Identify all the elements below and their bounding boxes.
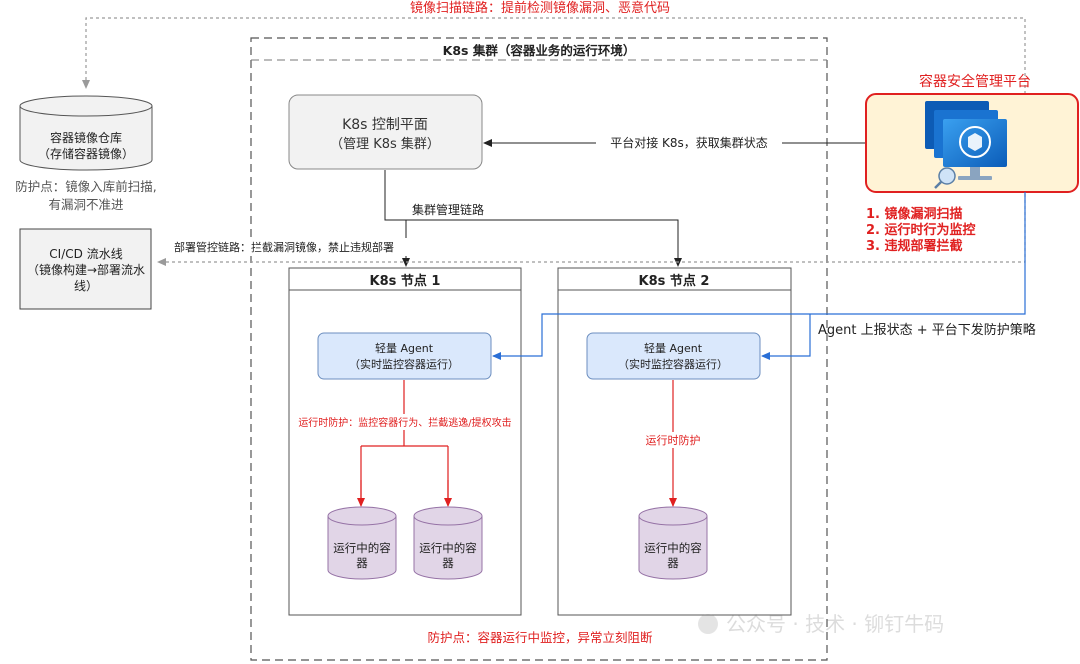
platform-title: 容器安全管理平台 <box>919 73 1031 90</box>
node-1-agent-subtitle: （实时监控容器运行） <box>349 357 459 371</box>
scan-chain-label: 镜像扫描链路：提前检测镜像漏洞、恶意代码 <box>410 0 670 16</box>
watermark-text: 公众号 · 技术 · 铆钉牛码 <box>726 612 944 636</box>
registry-note-line1: 防护点：镜像入库前扫描, <box>15 179 156 194</box>
bottom-protection-note: 防护点：容器运行中监控，异常立刻阻断 <box>427 630 652 645</box>
cluster-title: K8s 集群（容器业务的运行环境） <box>443 43 636 58</box>
agent-link-label: Agent 上报状态 + 平台下发防护策略 <box>818 322 1036 338</box>
node-2-agent-title: 轻量 Agent <box>644 341 703 355</box>
node-2-agent-box[interactable] <box>586 332 761 380</box>
k8s-cluster-boundary <box>250 37 828 661</box>
node-1-protection-line <box>360 380 449 505</box>
node-1-protection-label: 运行时防护：监控容器行为、拦截逃逸/提权攻击 <box>298 416 511 429</box>
cluster-mgmt-line <box>384 170 682 267</box>
node-2-container-1-label-1: 运行中的容 <box>644 541 702 555</box>
node-1-container-1[interactable] <box>327 506 397 580</box>
cicd-title: CI/CD 流水线 <box>49 247 122 261</box>
node-1-container-2-label-2: 器 <box>442 556 454 570</box>
agent-link-line-node1 <box>492 192 1026 360</box>
platform-feature-1: 1. 镜像漏洞扫描 <box>866 206 963 222</box>
k8s-node-1-box[interactable] <box>288 267 522 616</box>
cluster-mgmt-label: 集群管理链路 <box>412 202 484 217</box>
platform-link-label-bg <box>596 133 782 151</box>
control-plane-subtitle: （管理 K8s 集群） <box>330 136 440 152</box>
node-2-container-1[interactable] <box>638 506 708 580</box>
node-2-title: K8s 节点 2 <box>639 273 710 289</box>
cicd-subtitle-2: 线） <box>74 279 98 293</box>
node-2-container-1-label-2: 器 <box>667 556 679 570</box>
deploy-chain-label: 部署管控链路：拦截漏洞镜像，禁止违规部署 <box>174 240 394 254</box>
cicd-subtitle-1: （镜像构建→部署流水 <box>27 262 145 277</box>
platform-link-label: 平台对接 K8s，获取集群状态 <box>610 135 768 150</box>
platform-feature-2: 2. 运行时行为监控 <box>866 222 976 238</box>
node-1-title: K8s 节点 1 <box>370 273 441 289</box>
node-2-protection-label: 运行时防护 <box>646 433 701 447</box>
registry-subtitle: （存储容器镜像） <box>38 146 134 161</box>
control-plane-box[interactable] <box>288 94 483 170</box>
monitor-with-shield-icon <box>925 101 1007 189</box>
image-registry[interactable] <box>19 95 153 171</box>
watermark: 公众号 · 技术 · 铆钉牛码 <box>698 612 944 636</box>
node-1-agent-title: 轻量 Agent <box>375 341 434 355</box>
control-plane-title: K8s 控制平面 <box>342 117 428 133</box>
cicd-pipeline-box[interactable] <box>19 228 152 310</box>
registry-title: 容器镜像仓库 <box>50 130 122 145</box>
node-1-container-2-label-1: 运行中的容 <box>419 541 477 555</box>
node-2-agent-subtitle: （实时监控容器运行） <box>618 357 728 371</box>
platform-feature-3: 3. 违规部署拦截 <box>866 238 963 254</box>
node-1-container-1-label-1: 运行中的容 <box>333 541 391 555</box>
registry-note-line2: 有漏洞不准进 <box>48 197 124 212</box>
node-1-agent-box[interactable] <box>317 332 492 380</box>
agent-link-line-node2 <box>761 314 811 360</box>
node-1-container-2[interactable] <box>413 506 483 580</box>
deploy-chain-label-bg <box>160 238 408 256</box>
scan-chain-line <box>82 17 1026 118</box>
node-1-container-1-label-2: 器 <box>356 556 368 570</box>
